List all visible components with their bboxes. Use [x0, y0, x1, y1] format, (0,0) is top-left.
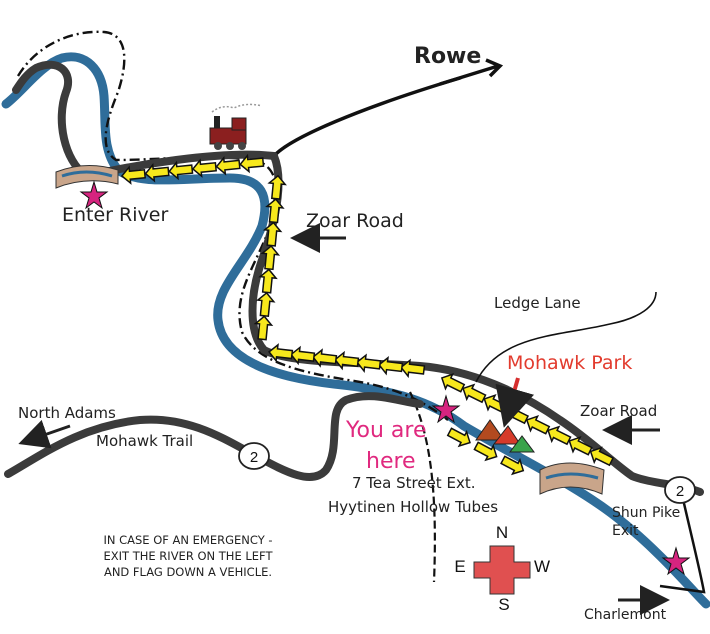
compass-n: N	[496, 523, 508, 542]
label-north-adams: North Adams	[18, 404, 116, 422]
route-arrow	[215, 156, 241, 176]
route-arrow	[440, 373, 466, 393]
bridge-shunpike	[539, 462, 605, 495]
label-ledge-lane: Ledge Lane	[494, 294, 581, 312]
bridge-enter	[55, 164, 119, 189]
shield-number: 2	[250, 449, 258, 466]
you-are-here-line1: You are	[346, 418, 427, 443]
route-arrow	[268, 343, 294, 363]
route-arrow	[260, 245, 281, 271]
road-rowe	[272, 76, 462, 158]
north-adams-arrow	[18, 419, 71, 449]
mohawk-park-arrow	[495, 377, 535, 428]
route-arrow	[334, 350, 360, 371]
route-arrow	[400, 358, 426, 379]
label-shun-pike-exit: Shun Pike Exit	[612, 505, 681, 539]
route-arrow	[262, 221, 283, 247]
route-arrow	[258, 268, 278, 294]
route-arrow	[191, 158, 217, 178]
route-arrow	[265, 198, 285, 224]
address-line: 7 Tea Street Ext.	[352, 474, 476, 492]
shield-number: 2	[676, 483, 684, 500]
star-you-are-here	[431, 394, 461, 424]
route-arrow	[589, 446, 615, 467]
route-arrow	[500, 455, 525, 476]
route-arrow	[239, 153, 265, 174]
tubing-route	[120, 153, 615, 476]
route-arrow	[312, 348, 338, 368]
business-name: Hyytinen Hollow Tubes	[328, 498, 499, 516]
label-enter-river: Enter River	[62, 204, 169, 226]
route-2-shield-west: 2	[238, 442, 270, 470]
route-arrow	[568, 436, 593, 456]
you-are-here-line2: here	[366, 449, 416, 474]
mohawk-trail-road	[4, 392, 424, 482]
road-to-rowe	[12, 60, 90, 180]
compass-s: S	[498, 595, 509, 614]
route-arrow	[378, 356, 404, 376]
star-shun-pike	[661, 546, 691, 576]
label-mohawk-trail: Mohawk Trail	[96, 432, 194, 450]
label-mohawk-park: Mohawk Park	[507, 352, 633, 374]
label-charlemont: Charlemont	[584, 607, 667, 623]
label-zoar-road-right: Zoar Road	[580, 402, 658, 420]
tent-icon	[475, 419, 535, 453]
compass-w: W	[534, 557, 550, 576]
compass-rose: N S E W	[454, 523, 550, 614]
train-icon	[209, 103, 263, 150]
route-arrow	[473, 441, 498, 462]
route-arrow	[547, 425, 572, 446]
star-enter-river	[79, 180, 109, 210]
compass-e: E	[454, 557, 465, 576]
ledge-lane	[475, 291, 657, 383]
emergency-note: IN CASE OF AN EMERGENCY - EXIT THE RIVER…	[103, 533, 273, 579]
route-arrow	[267, 174, 287, 200]
deerfield-river	[1, 52, 710, 609]
route-arrow	[446, 427, 471, 448]
label-zoar-road-top: Zoar Road	[306, 210, 404, 232]
route-arrow	[120, 165, 146, 185]
route-2-shield-east: 2	[664, 476, 696, 504]
label-rowe: Rowe	[414, 44, 482, 69]
route-arrow	[255, 291, 276, 318]
zoar-road	[248, 152, 704, 496]
route-arrow	[168, 160, 194, 181]
rowe-arrow	[439, 58, 504, 86]
route-arrow	[290, 345, 316, 366]
route-arrow	[462, 383, 487, 404]
route-arrow	[356, 353, 382, 373]
route-arrow	[144, 163, 170, 183]
route-arrow	[253, 315, 274, 341]
